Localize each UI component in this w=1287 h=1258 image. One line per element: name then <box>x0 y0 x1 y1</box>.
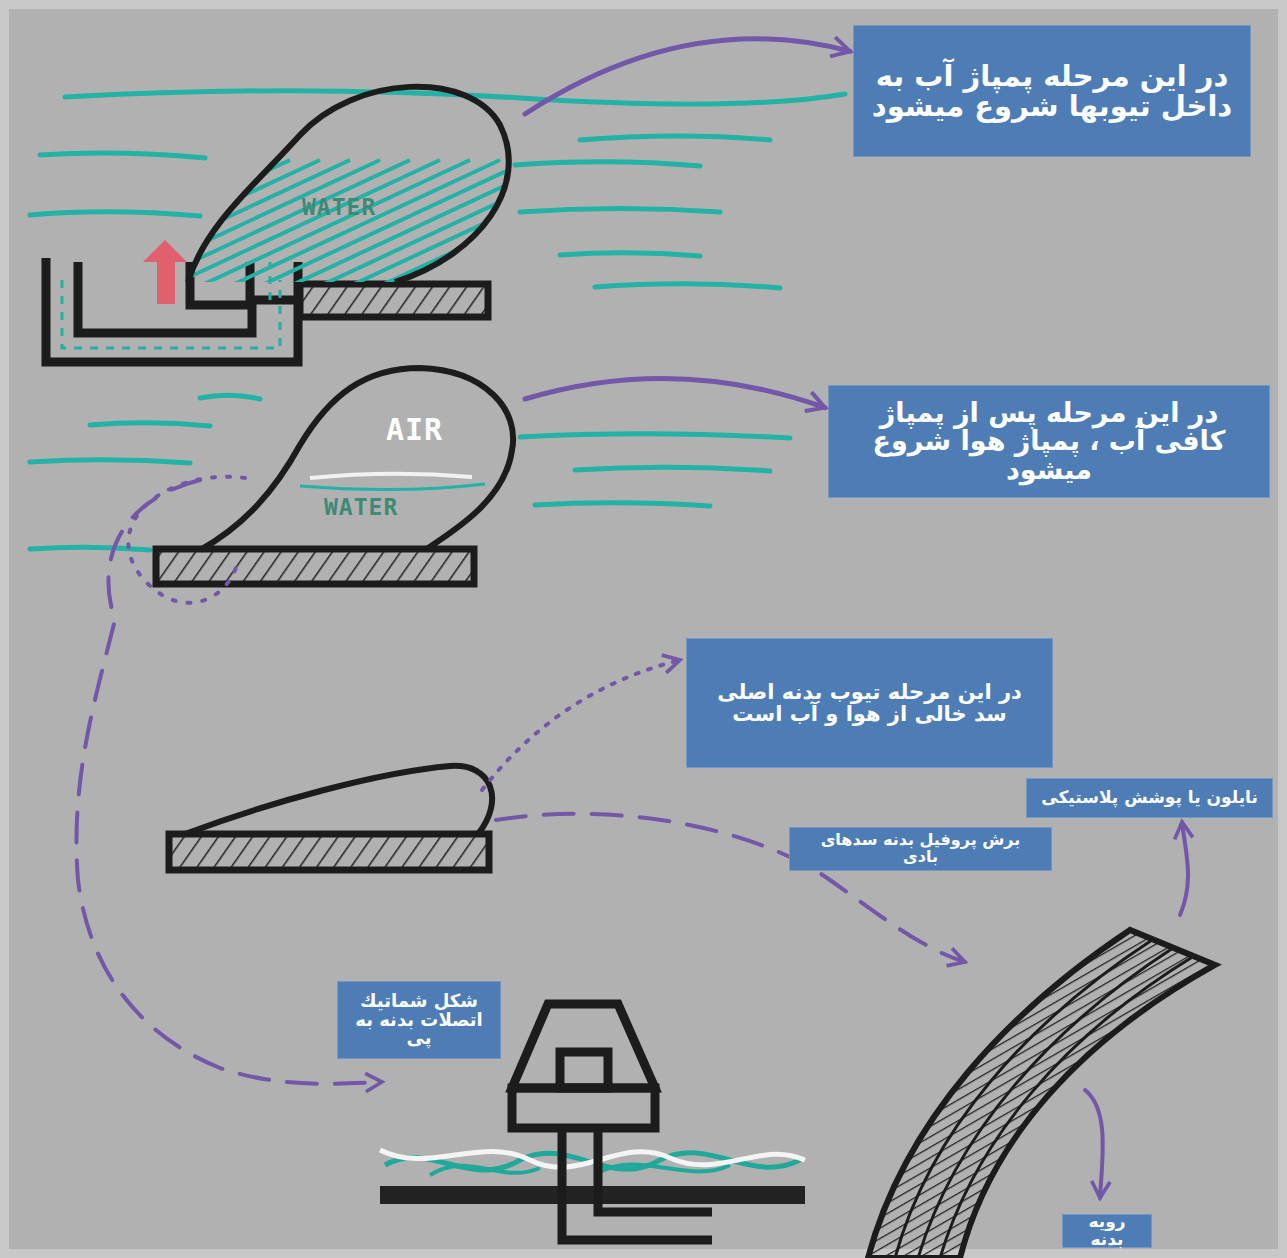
note-text: در این مرحله تیوب بدنه اصلی سد خالی از ه… <box>699 681 1040 725</box>
note-box: شکل شماتیك اتصلات بدنه به پی <box>337 981 501 1059</box>
anchor-plate <box>512 1088 655 1128</box>
pump-device <box>46 258 300 362</box>
base-plate <box>300 284 488 317</box>
layer-line <box>895 940 1152 1258</box>
note-text: در این مرحله پمپاژ آب به داخل تیوبها شرو… <box>866 61 1238 122</box>
water-surface <box>310 474 472 478</box>
note-box: رویه بدنه <box>1062 1214 1152 1248</box>
tube-outline-svg <box>190 360 525 555</box>
note-box: در این مرحله پمپاژ آب به داخل تیوبها شرو… <box>853 25 1251 157</box>
section-profile <box>868 930 1215 1258</box>
note-box: در این مرحله پس از پمپاژ کافی آب ، پمپاژ… <box>828 385 1270 498</box>
wave <box>380 1150 805 1167</box>
empty-tube <box>185 766 492 834</box>
tube-label: WATER <box>302 194 376 220</box>
flow-arrow <box>525 378 825 407</box>
note-box: نایلون یا پوشش پلاستیکی <box>1026 778 1273 818</box>
note-box: در این مرحله تیوب بدنه اصلی سد خالی از ه… <box>686 638 1053 768</box>
tube-label: AIR <box>386 412 443 447</box>
water-fill <box>0 160 770 300</box>
tube-outline-svg <box>180 70 525 290</box>
wave <box>560 253 700 256</box>
water-surface <box>300 484 485 490</box>
anchor-body <box>512 1004 655 1088</box>
base-plate <box>156 549 474 584</box>
note-text: رویه بدنه <box>1075 1213 1139 1249</box>
layer-line <box>940 956 1194 1258</box>
wave <box>520 209 720 213</box>
wave <box>595 284 780 288</box>
wave <box>580 136 770 140</box>
wave <box>40 153 205 158</box>
dotted-loop <box>128 477 245 603</box>
anchor-knob <box>560 1052 608 1088</box>
wave <box>520 434 790 438</box>
leader-arrow <box>1085 1090 1103 1198</box>
tube-outline <box>188 87 509 282</box>
base-plate <box>169 834 489 870</box>
wave <box>575 467 770 471</box>
tube-section: AIR WATER <box>190 360 525 555</box>
note-text: در این مرحله پس از پمپاژ کافی آب ، پمپاژ… <box>841 399 1257 484</box>
dotted-arrow <box>482 660 680 790</box>
section-layers <box>895 940 1194 1258</box>
tube-label: WATER <box>324 494 398 520</box>
wave <box>30 460 190 463</box>
wave <box>90 423 210 426</box>
note-text: برش پروفیل بدنه سدهای بادی <box>802 832 1039 866</box>
anchor-frame <box>512 1004 712 1240</box>
tube-outline <box>200 368 513 550</box>
note-text: نایلون یا پوشش پلاستیکی <box>1041 789 1258 807</box>
wave <box>535 503 710 506</box>
pump-valve <box>143 240 187 304</box>
anchor-stem <box>562 1128 712 1240</box>
tube-section: WATER <box>180 70 525 290</box>
wave <box>200 395 260 399</box>
valve-stem <box>157 258 175 304</box>
wave <box>30 212 200 216</box>
foundation-bar <box>380 1186 805 1204</box>
flow-arrow <box>525 39 850 114</box>
note-text: شکل شماتیك اتصلات بدنه به پی <box>350 992 488 1049</box>
note-box: برش پروفیل بدنه سدهای بادی <box>789 827 1052 871</box>
wave <box>30 547 150 550</box>
leader-arrow <box>1180 822 1188 915</box>
wave <box>515 162 700 166</box>
section-band <box>868 930 1215 1258</box>
